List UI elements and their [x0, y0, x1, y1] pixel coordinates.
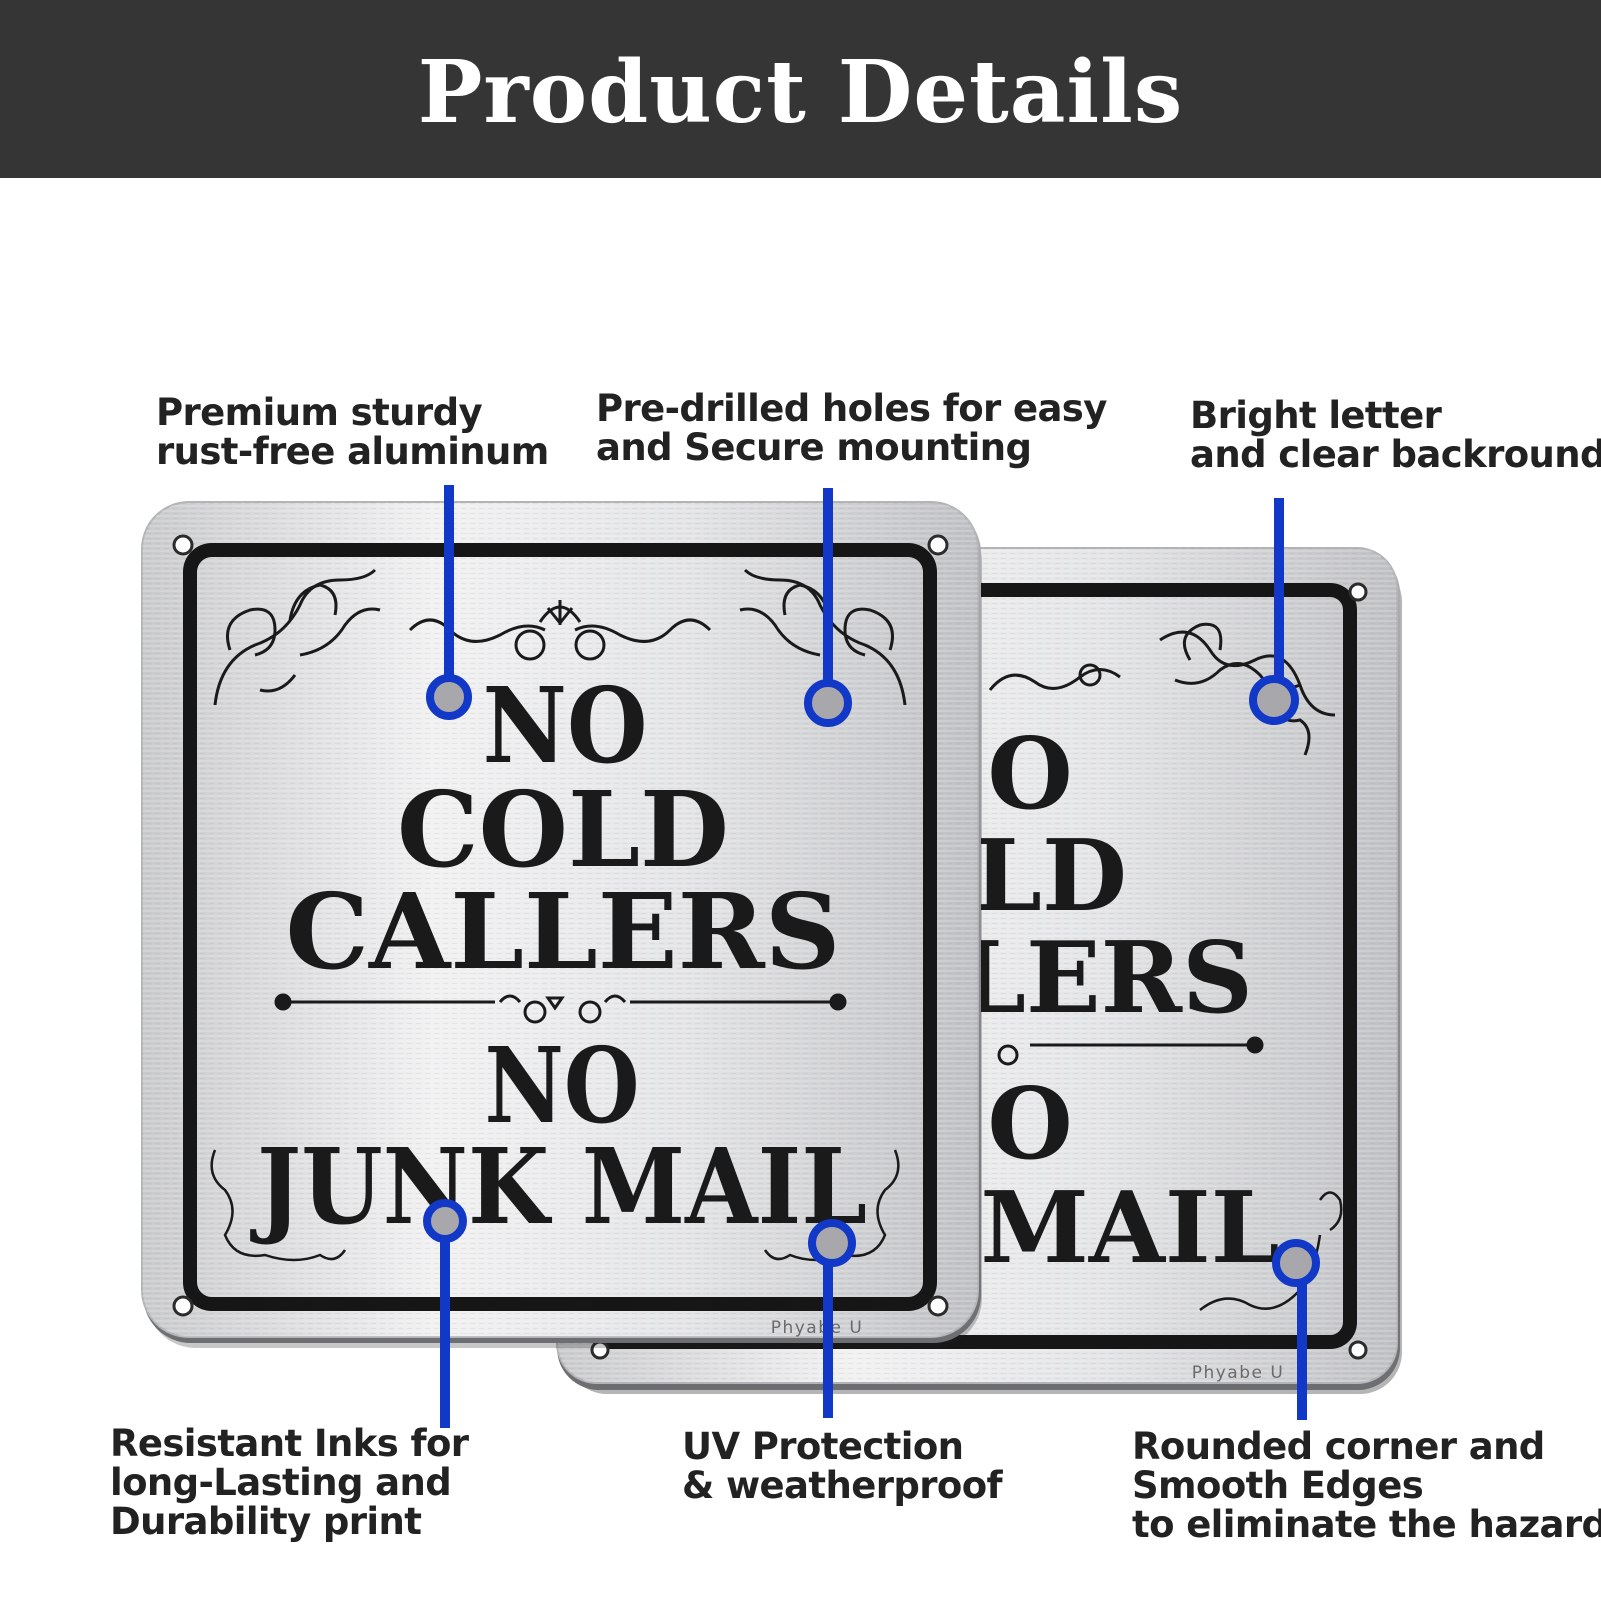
callout-uv-line-1: UV Protection: [682, 1425, 964, 1468]
back-sign-line-2: LD: [973, 819, 1127, 934]
callout-letters-line-1: Bright letter: [1190, 394, 1442, 437]
back-sign-line-1: O: [987, 717, 1072, 832]
callout-pointers: [423, 485, 1320, 1428]
mounting-hole-icon: [172, 1295, 194, 1317]
scroll-ornament-icon: [408, 600, 712, 661]
sign-line-callers: CALLERS: [286, 870, 841, 993]
back-maker-label: Phyabe U: [1192, 1363, 1285, 1383]
sign-line-cold: COLD: [397, 768, 729, 891]
divider-ornament-icon: [997, 1036, 1264, 1066]
mounting-hole-icon: [927, 1295, 949, 1317]
callout-aluminum-line-1: Premium sturdy: [156, 391, 483, 434]
pointer-letters: [1249, 498, 1299, 725]
callout-mounting-line-2: and Secure mounting: [596, 426, 1032, 469]
callout-inks-line-1: Resistant Inks for: [110, 1422, 469, 1465]
header-banner: Product Details: [0, 0, 1601, 178]
callout-uv-line-2: & weatherproof: [682, 1464, 1003, 1507]
callout-letters: Bright letter and clear backround: [1190, 396, 1601, 474]
maker-label: Phyabe U: [771, 1318, 864, 1338]
mounting-hole-icon: [172, 534, 194, 556]
mounting-hole-icon: [927, 534, 949, 556]
pointer-corners: [1272, 1239, 1320, 1420]
pointer-aluminum: [426, 485, 472, 720]
callout-mounting: Pre-drilled holes for easy and Secure mo…: [596, 389, 1107, 467]
callout-corners-line-1: Rounded corner and: [1132, 1425, 1545, 1468]
callout-inks: Resistant Inks for long-Lasting and Dura…: [110, 1422, 469, 1543]
callout-corners-line-3: to eliminate the hazard: [1132, 1503, 1601, 1546]
callout-inks-line-3: Durability print: [110, 1500, 422, 1543]
corner-flourish-icon: [210, 1149, 900, 1262]
mounting-hole-icon: [1348, 1340, 1368, 1360]
front-sign: NO COLD CALLERS NO JUNK MAIL Phyabe U: [141, 501, 982, 1348]
callout-aluminum-line-2: rust-free aluminum: [156, 430, 549, 473]
divider-ornament-icon: [274, 993, 847, 1024]
scroll-ornament-icon: [988, 663, 1121, 691]
callout-mounting-line-1: Pre-drilled holes for easy: [596, 387, 1107, 430]
callout-uv: UV Protection & weatherproof: [682, 1425, 1003, 1507]
callout-corners-line-2: Smooth Edges: [1132, 1464, 1424, 1507]
corner-flourish-icon: [213, 568, 381, 706]
page-title: Product Details: [417, 42, 1184, 143]
callout-letters-line-2: and clear backround: [1190, 433, 1601, 476]
sign-line-no-2: NO: [485, 1024, 640, 1147]
sign-line-no: NO: [483, 664, 648, 787]
callout-inks-line-2: long-Lasting and: [110, 1461, 452, 1504]
back-sign-line-5: MAIL: [980, 1171, 1279, 1286]
back-sign-line-4: O: [987, 1067, 1072, 1182]
callout-aluminum: Premium sturdy rust-free aluminum: [156, 393, 549, 471]
callout-corners: Rounded corner and Smooth Edges to elimi…: [1132, 1427, 1601, 1544]
pointer-uv: [808, 1219, 856, 1418]
sign-line-junk-mail: JUNK MAIL: [250, 1125, 867, 1248]
pointer-holes: [804, 488, 852, 727]
mounting-hole-icon: [1348, 582, 1368, 602]
pointer-inks: [423, 1199, 467, 1428]
back-sign-line-3: LERS: [957, 921, 1253, 1036]
